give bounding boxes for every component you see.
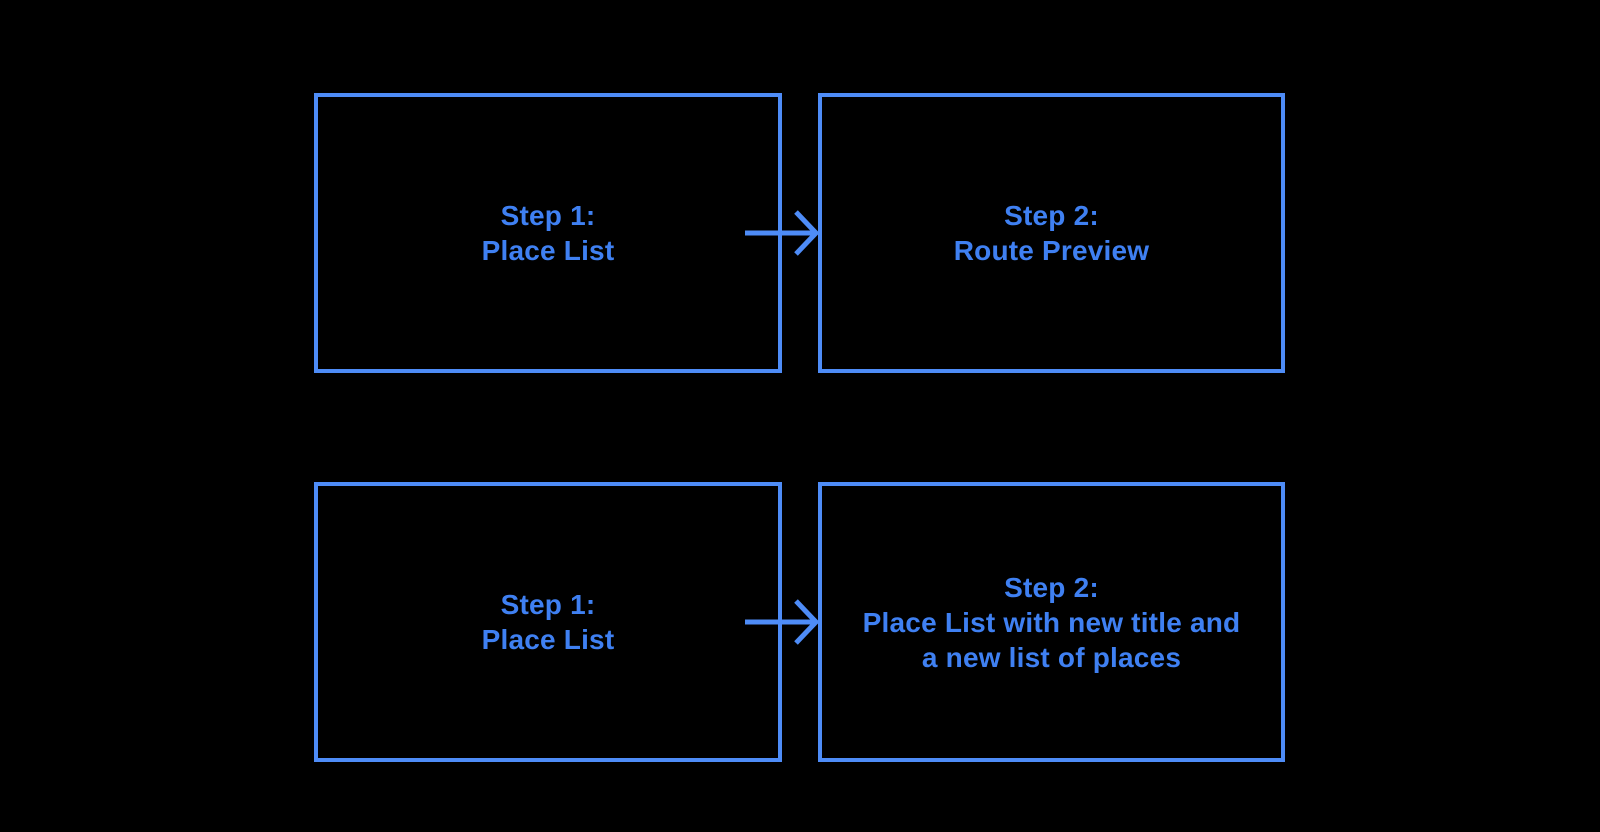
box-text-line: Step 1: (500, 200, 596, 231)
step1-box-row1: Step 1: Place List (314, 93, 782, 373)
box-text-line: a new list of places (921, 641, 1182, 673)
box-text-line: Place List (481, 235, 615, 266)
box-text-line: Step 2: (1004, 571, 1099, 603)
step2-box-row2: Step 2: Place List with new title and a … (818, 482, 1285, 762)
step2-box-row1: Step 2: Route Preview (818, 93, 1285, 373)
box-text-line: Step 1: (500, 589, 596, 620)
box-text-line: Route Preview (953, 235, 1150, 266)
box-text-line: Place List (481, 624, 615, 655)
box-text-line: Step 2: (1004, 200, 1099, 231)
step1-box-row2: Step 1: Place List (314, 482, 782, 762)
box-text-line: Place List with new title and (862, 606, 1241, 638)
